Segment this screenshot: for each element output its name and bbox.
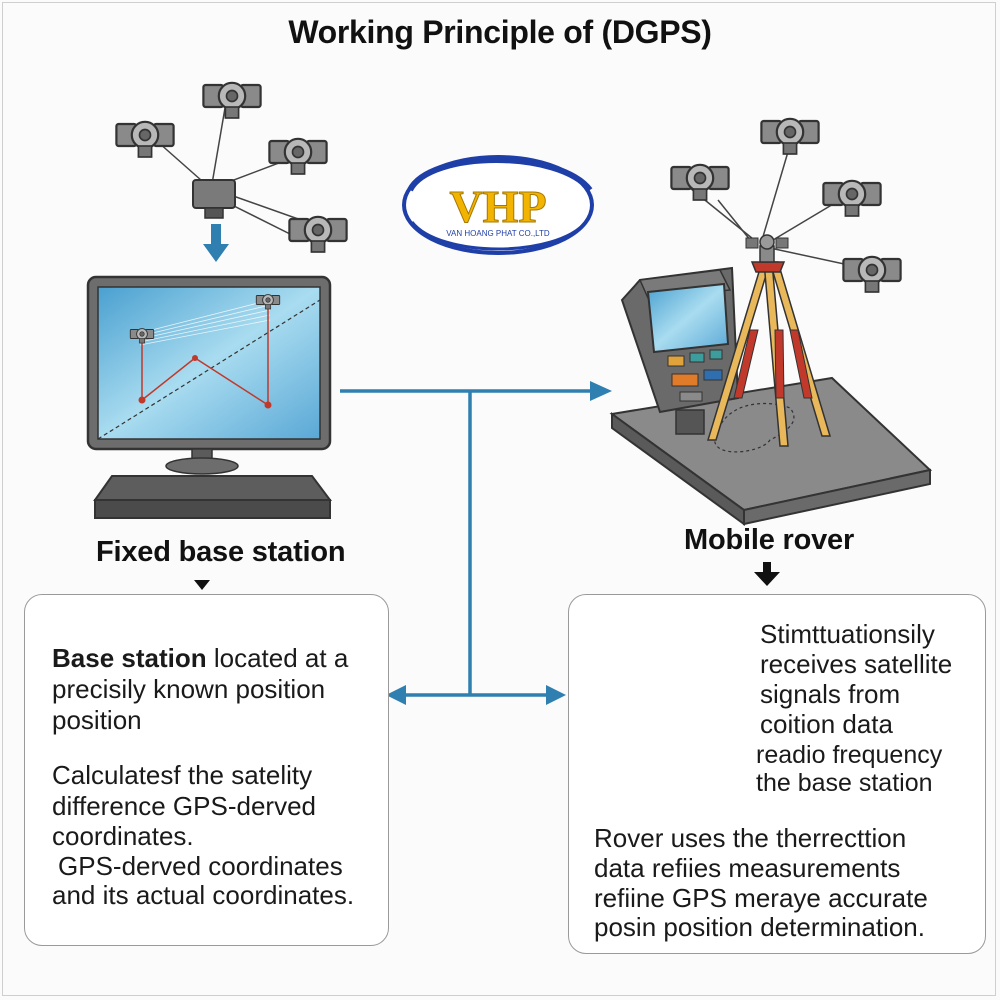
rover-description-box [568,594,986,954]
rover-use-line-3: refiine GPS meraye accurate [594,883,928,913]
rover-receive-line-2: receives satellite [760,649,953,679]
logo-mark: VHP [449,181,546,232]
satellite-icon [842,255,902,294]
data-link-connector [340,381,612,705]
rover-use-line-1: Rover uses the therrecttion [594,823,907,853]
satellite-icon [760,117,820,156]
down-arrow-icon [203,224,229,262]
base-desc-line-3: position [52,705,142,735]
pointer-arrow-icon [194,580,210,590]
company-logo: VHP VAN HOANG PHAT CO.,LTD [402,155,594,255]
down-arrow-icon [754,562,780,586]
base-antenna-icon [192,179,236,219]
rover-station-illustration [609,234,933,526]
base-satellite-cluster [115,81,348,262]
satellite-icon [115,120,175,159]
rover-label: Mobile rover [684,524,855,556]
base-description-box [24,594,389,946]
satellite-icon [268,137,328,176]
base-calc-line-3: coordinates. [52,821,194,851]
diagram-title: Working Principle of (DGPS) [288,14,712,50]
base-desc-bold: Base station [52,643,207,673]
rover-use-line-4: posin position determination. [594,912,925,942]
base-desc-line-1: Base station located at a [52,643,348,674]
rover-receive-line-6: the base station [756,769,933,797]
rover-use-line-2: data refiies measurements [594,853,901,883]
base-station-label: Fixed base station [96,536,346,568]
base-monitor-illustration [86,275,332,519]
base-calc-line-4: GPS-derved coordinates [58,851,343,881]
rover-receive-line-1: Stimttuationsily [760,619,935,649]
rover-receive-line-3: signals from [760,679,901,709]
satellite-icon [288,215,348,254]
satellite-icon [822,179,882,218]
base-desc-text: located at a [213,643,349,673]
rover-satellite-cluster [670,117,902,294]
rover-receive-line-4: coition data [760,709,893,739]
satellite-icon [202,81,262,120]
logo-subtitle: VAN HOANG PHAT CO.,LTD [446,229,550,238]
base-calc-line-2: difference GPS-derved [52,791,316,821]
base-calc-line-1: Calculatesf the satelity [52,760,313,790]
base-desc-line-2: precisily known position [52,674,326,704]
base-calc-line-5: and its actual coordinates. [52,880,355,910]
rover-receive-line-5: readio frequency [756,741,943,769]
satellite-icon [670,163,730,202]
